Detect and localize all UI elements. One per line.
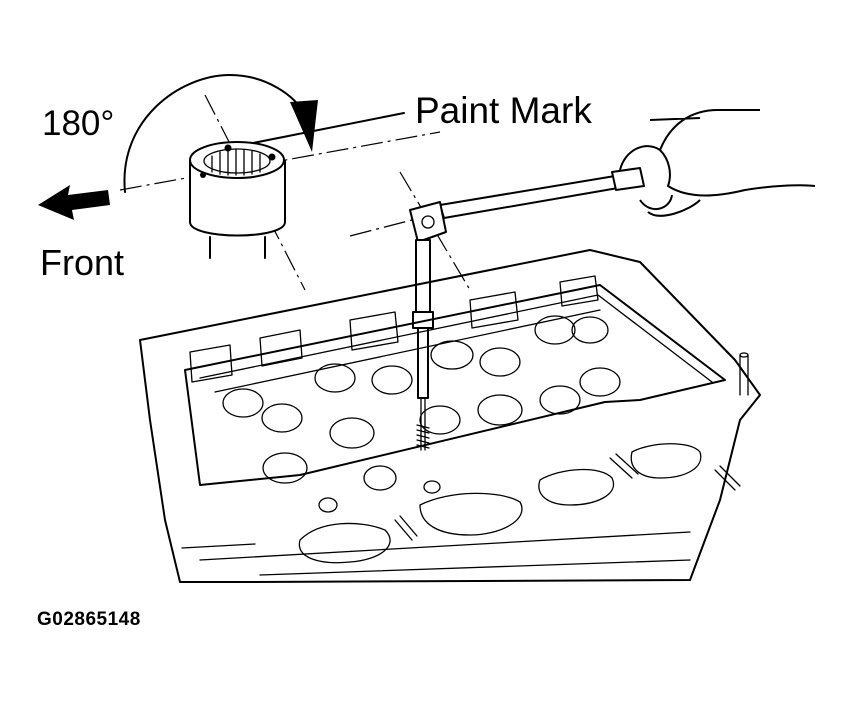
- head-lower-face: [181, 531, 691, 576]
- ports: [298, 443, 702, 564]
- front-label: Front: [40, 242, 125, 283]
- front-arrow-icon: [38, 185, 110, 220]
- head-rim-inner: [199, 294, 713, 393]
- figure-code: G02865148: [37, 609, 141, 630]
- extension-rod: [415, 239, 431, 313]
- socket-dot-3: [200, 172, 206, 178]
- front-arrow: [38, 185, 110, 220]
- extension-shank: [417, 327, 429, 399]
- socket-dot-2: [268, 153, 276, 161]
- paint-mark-label: Paint Mark: [415, 90, 592, 131]
- socket-legs: [209, 236, 266, 259]
- rotation-arc: [123, 74, 306, 193]
- tool-assembly: [349, 109, 816, 451]
- rotation-arrowhead: [290, 100, 318, 152]
- cam-journals: [189, 275, 599, 383]
- cylinder-axis-line: [399, 171, 471, 291]
- paint-mark-dot: [224, 144, 232, 152]
- wrench-head: [409, 201, 447, 243]
- wrench-grip: [611, 167, 645, 191]
- rotation-angle-label: 180°: [42, 104, 115, 143]
- cylinder-head: [139, 249, 761, 583]
- studs: [394, 352, 749, 541]
- head-outline: [139, 249, 761, 583]
- tool-axis-line: [349, 204, 471, 237]
- socket-centerline: [119, 131, 441, 191]
- socket-bore: [203, 148, 271, 174]
- paint-mark-leader: [227, 112, 405, 149]
- hand-illustration: [619, 109, 816, 217]
- socket-body: [189, 160, 286, 237]
- head-rim-top: [184, 284, 726, 486]
- valve-lifters: [222, 315, 621, 513]
- wrench-pivot: [421, 215, 435, 229]
- socket-detail: [119, 74, 441, 291]
- socket-splines: [211, 148, 261, 176]
- wrench-handle: [439, 175, 619, 219]
